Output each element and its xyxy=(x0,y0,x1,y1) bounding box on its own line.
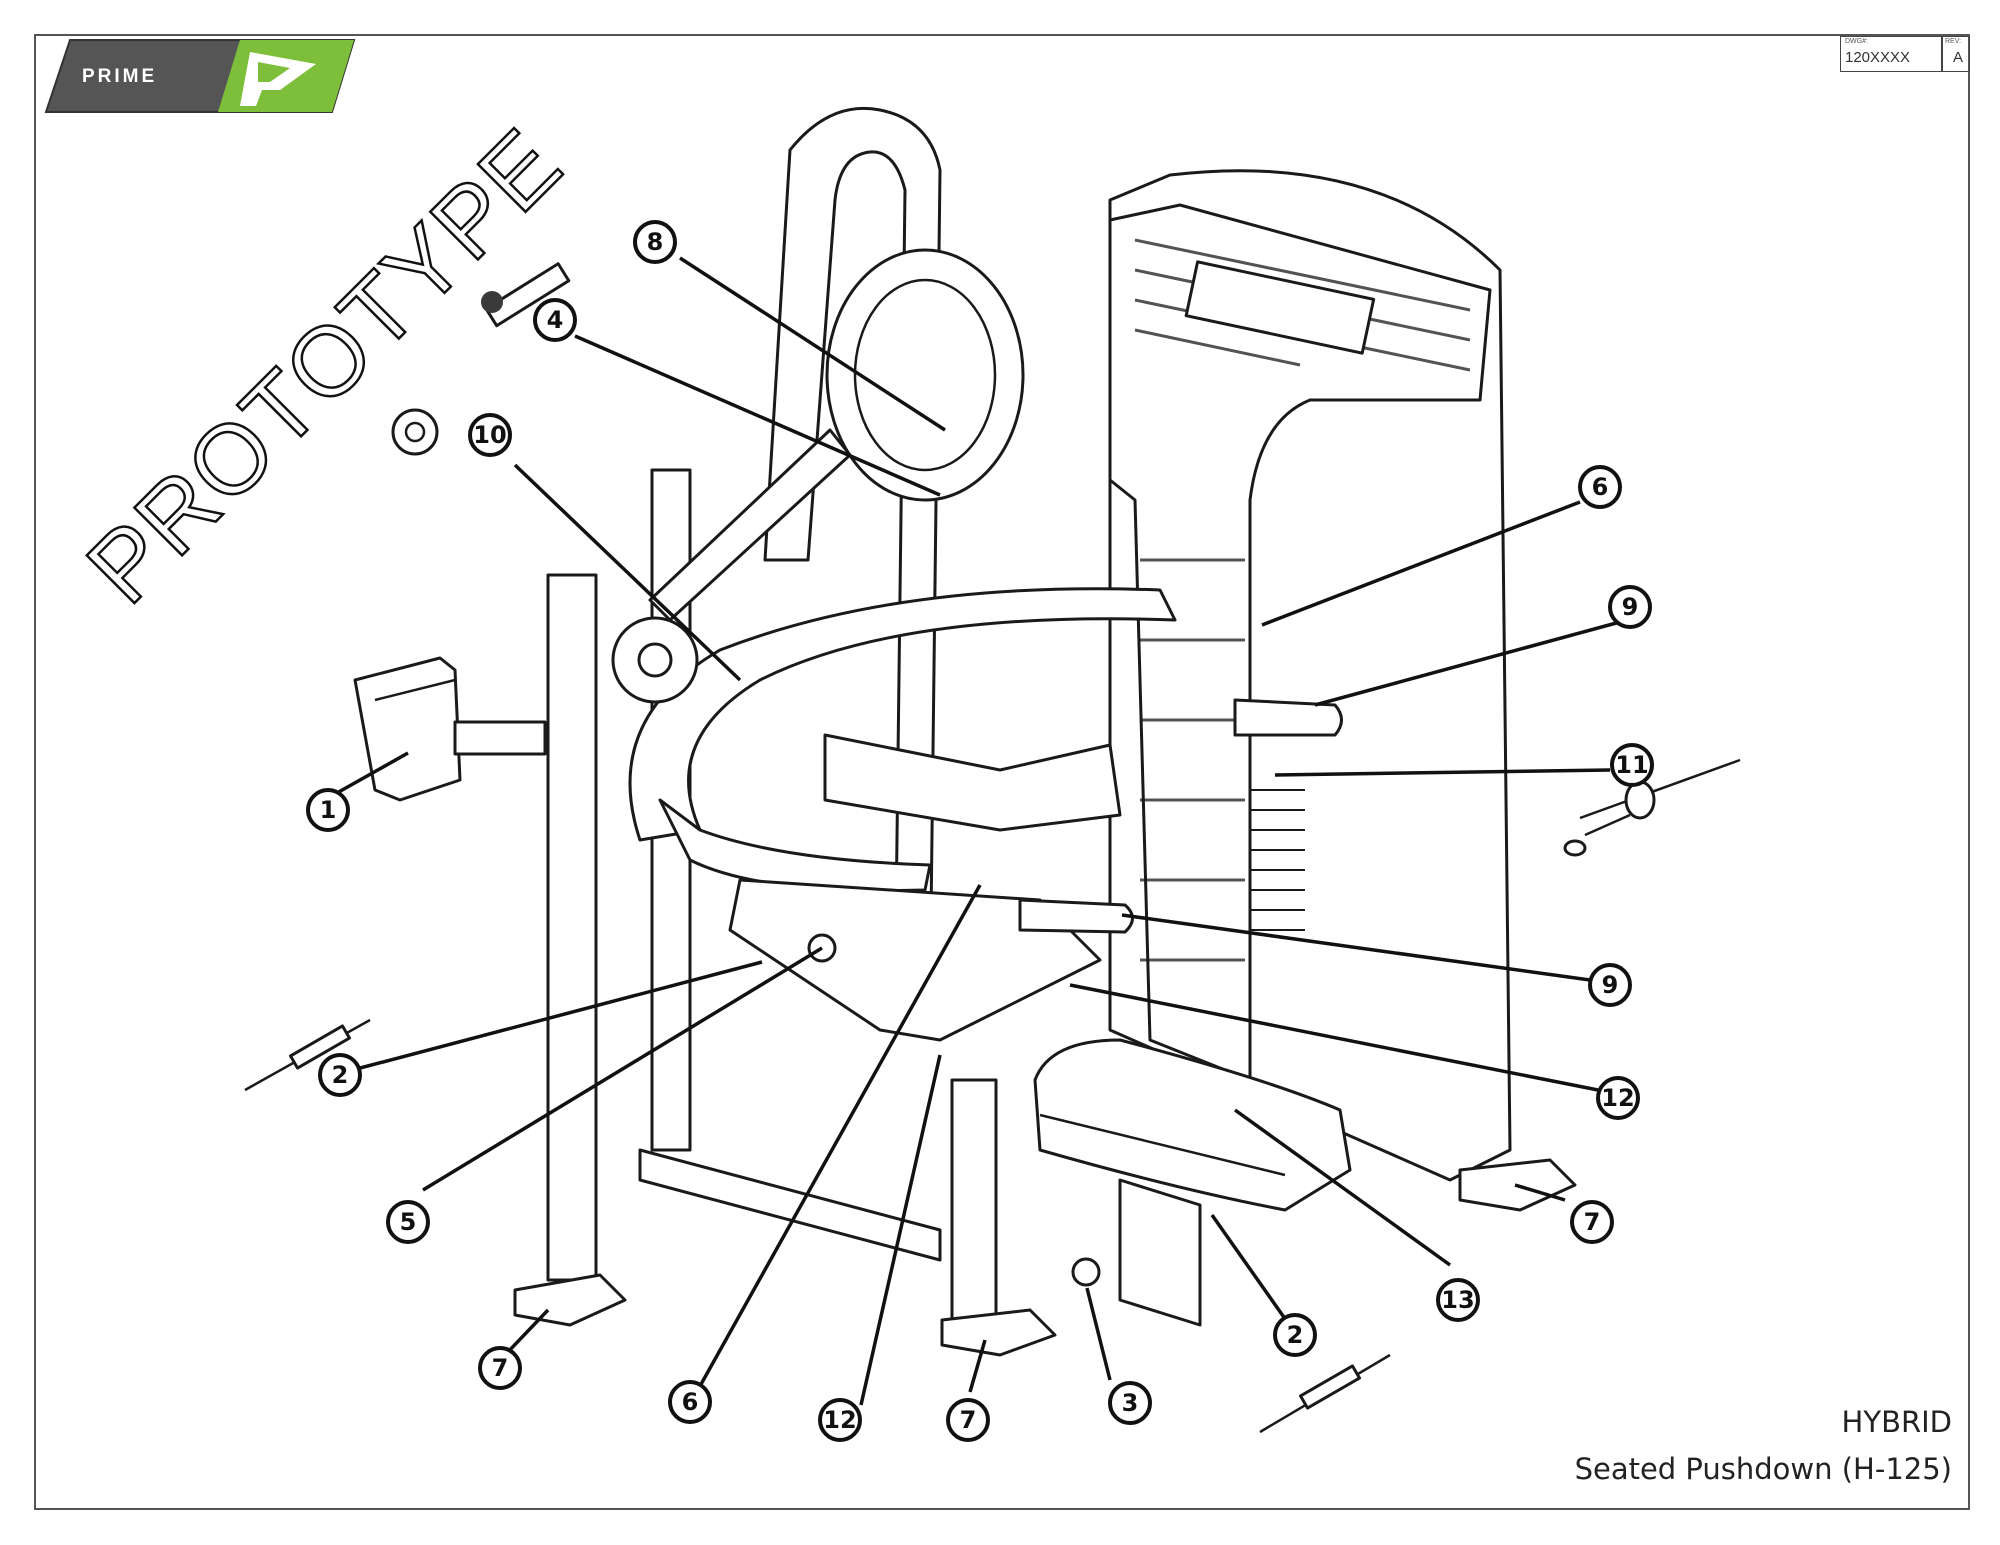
drawing-border xyxy=(34,34,1970,1510)
svg-text:9: 9 xyxy=(1602,971,1619,999)
callout-1: 1 xyxy=(306,788,350,832)
press-arm-tube xyxy=(628,587,1177,842)
foot-plate-left xyxy=(513,1273,627,1327)
shroud-window xyxy=(1184,260,1376,355)
svg-text:12: 12 xyxy=(1601,1084,1634,1112)
back-pad xyxy=(823,733,1122,832)
callout-4: 4 xyxy=(533,298,577,342)
bolt-4 xyxy=(481,262,571,328)
callout-3: 3 xyxy=(1108,1381,1152,1425)
svg-text:6: 6 xyxy=(1592,473,1609,501)
revision: A xyxy=(1953,49,1964,66)
lower-arm-tube xyxy=(658,798,932,893)
dwg-label: DWG#: xyxy=(1845,38,1868,45)
seat-frame-cross xyxy=(638,1148,942,1262)
svg-text:9: 9 xyxy=(1622,593,1639,621)
callout-7: 7 xyxy=(478,1346,522,1390)
callout-11: 11 xyxy=(1610,743,1654,787)
svg-text:1: 1 xyxy=(320,796,337,824)
svg-text:13: 13 xyxy=(1441,1286,1474,1314)
rev-label: REV: xyxy=(1945,38,1962,45)
callout-10: 10 xyxy=(468,413,512,457)
weight-plates xyxy=(1250,789,1305,931)
front-center-upright xyxy=(950,1078,998,1332)
svg-text:7: 7 xyxy=(960,1406,977,1434)
pull-pin-11 xyxy=(1563,758,1741,857)
cam-disc xyxy=(825,248,1025,502)
leader-lines xyxy=(327,256,1621,1406)
arm-pad xyxy=(353,656,462,802)
foot-plate-center xyxy=(940,1308,1057,1357)
svg-text:10: 10 xyxy=(473,421,506,449)
svg-text:7: 7 xyxy=(492,1354,509,1382)
front-left-upright xyxy=(546,573,598,1282)
gas-spring-right xyxy=(1259,1353,1391,1434)
callout-9: 9 xyxy=(1608,585,1652,629)
svg-text:3: 3 xyxy=(1122,1389,1139,1417)
svg-text:5: 5 xyxy=(400,1208,417,1236)
model-name: HYBRID xyxy=(1841,1405,1952,1439)
svg-text:11: 11 xyxy=(1615,751,1648,779)
rear-arch-frame xyxy=(763,106,942,1002)
knob-3 xyxy=(1071,1257,1101,1287)
brand-name: PRIME xyxy=(82,66,158,87)
callout-12: 12 xyxy=(818,1398,862,1442)
svg-text:12: 12 xyxy=(823,1406,856,1434)
dwg-number: 120XXXX xyxy=(1845,49,1911,66)
svg-text:4: 4 xyxy=(547,306,564,334)
callout-2: 2 xyxy=(1273,1313,1317,1357)
svg-text:2: 2 xyxy=(332,1061,349,1089)
svg-text:2: 2 xyxy=(1287,1321,1304,1349)
prime-logo xyxy=(44,39,356,113)
callout-2: 2 xyxy=(318,1053,362,1097)
svg-text:8: 8 xyxy=(647,228,664,256)
callout-9: 9 xyxy=(1588,963,1632,1007)
bearing xyxy=(391,408,439,456)
callout-8: 8 xyxy=(633,220,677,264)
callout-5: 5 xyxy=(386,1200,430,1244)
seat-pad xyxy=(1033,1038,1352,1212)
callout-6: 6 xyxy=(668,1380,712,1424)
seat-support-post xyxy=(1118,1178,1202,1327)
handle-lower xyxy=(1018,898,1134,934)
callout-12: 12 xyxy=(1596,1076,1640,1120)
pivot-shaft xyxy=(648,428,852,622)
callout-6: 6 xyxy=(1578,465,1622,509)
callout-7: 7 xyxy=(1570,1200,1614,1244)
gas-spring-left xyxy=(244,1018,371,1092)
title-block: DWG#: REV: 120XXXX A xyxy=(1840,36,1970,72)
svg-text:7: 7 xyxy=(1584,1208,1601,1236)
model-description: Seated Pushdown (H-125) xyxy=(1574,1452,1952,1486)
handle-upper xyxy=(1233,698,1343,737)
callout-7: 7 xyxy=(946,1398,990,1442)
arm-pad-mount xyxy=(453,720,547,756)
callout-13: 13 xyxy=(1436,1278,1480,1322)
svg-text:6: 6 xyxy=(682,1388,699,1416)
